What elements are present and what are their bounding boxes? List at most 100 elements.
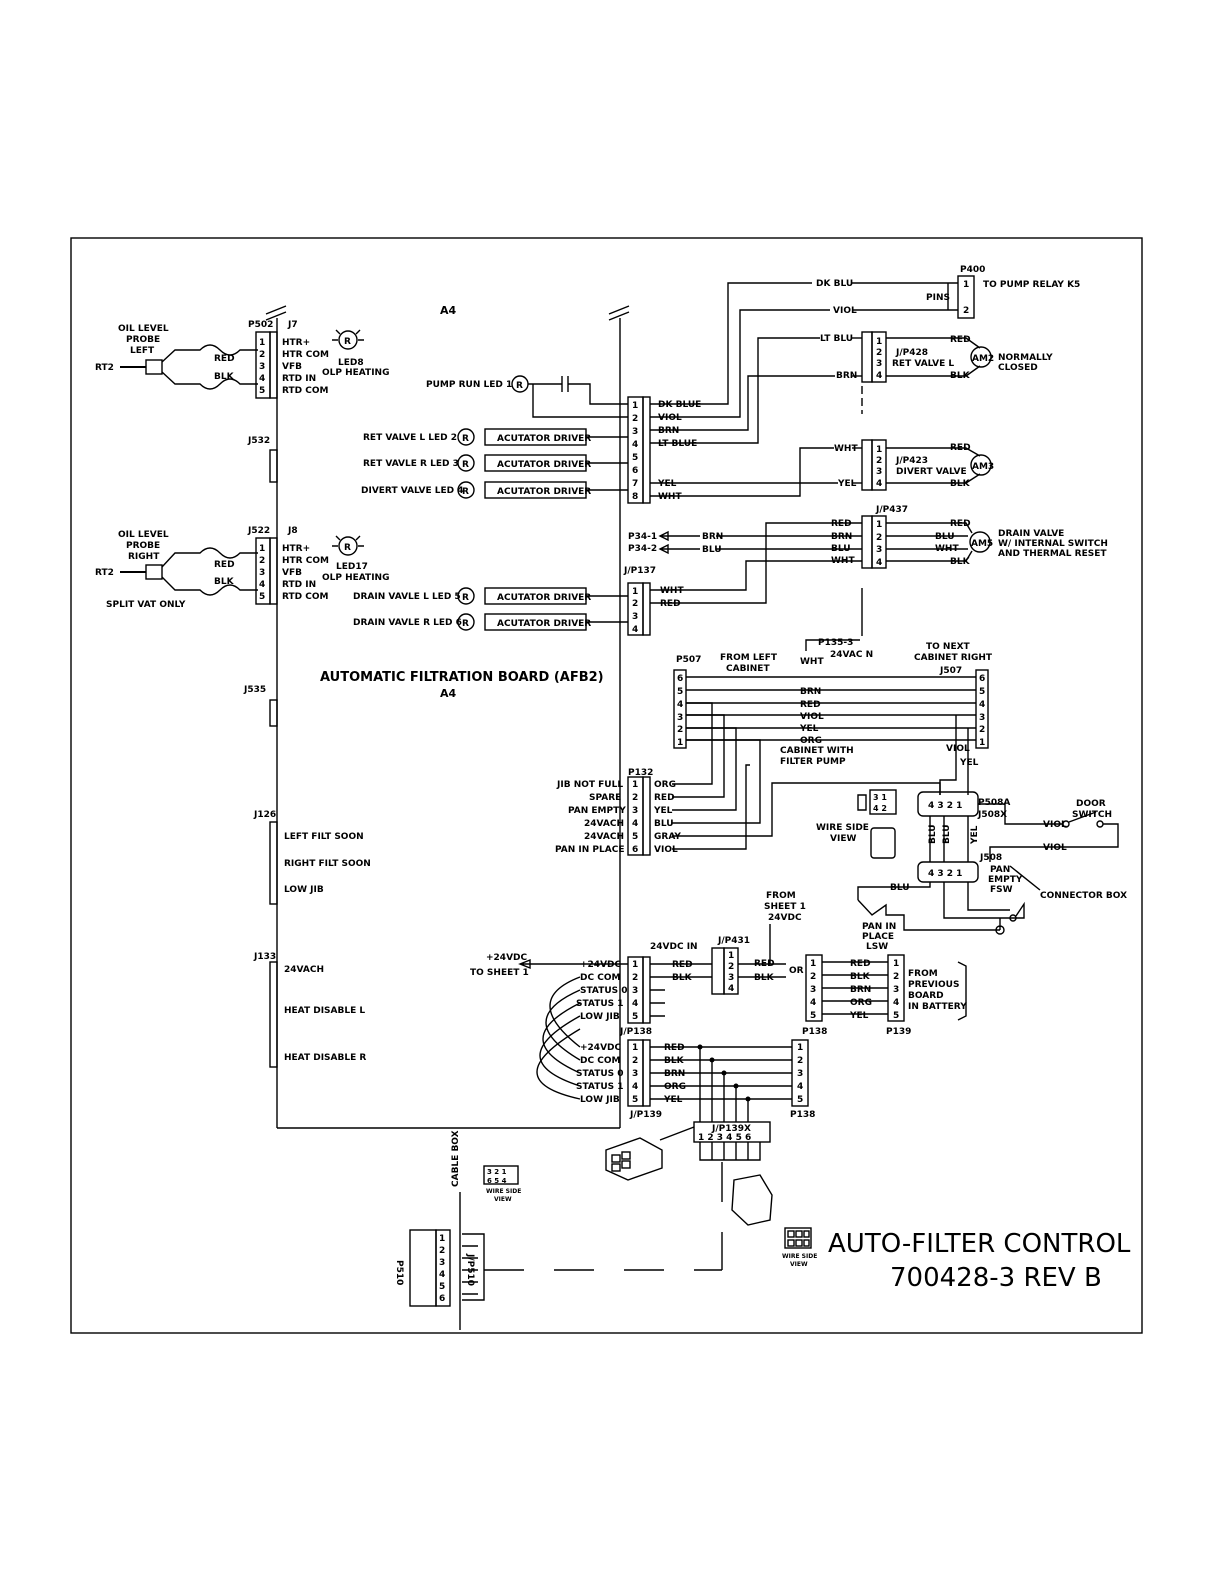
svg-text:3: 3 [677,713,683,723]
connector-p132: P132 JIB NOT FULL SPARE PAN EMPTY 24VACH… [555,702,941,856]
svg-text:3: 3 [632,1069,638,1079]
svg-text:1: 1 [632,587,638,597]
svg-text:BLU: BLU [942,824,952,844]
led-driver-drain-l: DRAIN VAVLE L LED 5 R ACUTATOR DRIVER [353,587,628,605]
svg-text:LEFT: LEFT [130,346,155,356]
svg-text:5: 5 [797,1095,803,1105]
svg-text:BRN: BRN [658,426,679,436]
svg-text:CLOSED: CLOSED [998,363,1038,373]
svg-text:P34-1: P34-1 [628,532,657,542]
svg-text:DIVERT VALVE LED 4: DIVERT VALVE LED 4 [361,486,464,496]
svg-text:OLP HEATING: OLP HEATING [322,573,389,583]
svg-text:FROM LEFT: FROM LEFT [720,653,778,663]
svg-text:4 3 2 1: 4 3 2 1 [928,869,962,879]
svg-text:BRN: BRN [831,532,852,542]
svg-text:P34-2: P34-2 [628,544,657,554]
svg-text:BLU: BLU [890,883,910,893]
led8-symbol: R LED8 OLP HEATING [322,329,389,378]
svg-text:DRAIN VALVE: DRAIN VALVE [998,529,1064,539]
svg-text:LT BLUE: LT BLUE [658,439,697,449]
svg-text:P400: P400 [960,265,985,275]
svg-text:LOW JIB: LOW JIB [580,1012,620,1022]
svg-text:LOW JIB: LOW JIB [284,885,324,895]
svg-text:J133: J133 [253,952,276,962]
svg-text:BLK: BLK [950,479,971,489]
svg-text:J/P138: J/P138 [619,1027,652,1037]
svg-text:3 1: 3 1 [873,793,887,802]
svg-text:4: 4 [632,999,638,1009]
svg-text:5: 5 [632,1095,638,1105]
svg-text:PREVIOUS: PREVIOUS [908,980,959,990]
svg-text:RTD IN: RTD IN [282,374,316,384]
svg-text:RIGHT FILT SOON: RIGHT FILT SOON [284,859,371,869]
led17-symbol: R LED17 OLP HEATING [322,535,389,583]
svg-text:HTR+: HTR+ [282,338,310,348]
svg-text:FROM: FROM [908,969,938,979]
svg-text:RT2: RT2 [95,568,114,578]
svg-text:2: 2 [439,1246,445,1256]
svg-text:BRN: BRN [800,687,821,697]
svg-text:VIEW: VIEW [494,1196,512,1203]
svg-text:3 2 1: 3 2 1 [487,1168,507,1176]
svg-text:RED: RED [214,354,235,364]
svg-text:4: 4 [893,998,899,1008]
svg-text:VIOL: VIOL [1043,820,1067,830]
led-driver-ret-l: RET VALVE L LED 2 R ACUTATOR DRIVER [363,428,628,446]
svg-text:2: 2 [963,306,969,316]
svg-text:PAN IN PLACE: PAN IN PLACE [555,845,624,855]
svg-text:OLP HEATING: OLP HEATING [322,368,389,378]
svg-text:BLK: BLK [850,972,871,982]
svg-text:STATUS 1: STATUS 1 [576,999,624,1009]
svg-text:ORG: ORG [654,780,676,790]
connector-jp428: LT BLU BRN 12 34 J/P428 RET VALVE L RED … [820,331,1053,414]
svg-text:RED: RED [950,335,971,345]
svg-text:1 2 3 4 5 6: 1 2 3 4 5 6 [698,1133,751,1143]
svg-text:3: 3 [876,359,882,369]
svg-text:BLK: BLK [950,557,971,567]
svg-text:CONNECTOR BOX: CONNECTOR BOX [1040,891,1127,901]
svg-text:DIVERT VALVE: DIVERT VALVE [896,467,967,477]
svg-text:YEL: YEL [970,825,980,845]
main-8pin-connector: 1 2 3 4 5 6 7 8 DK BLUE VIOL BRN LT BLUE… [627,282,838,504]
svg-text:2: 2 [632,793,638,803]
svg-text:1: 1 [728,951,734,961]
svg-text:1: 1 [259,544,265,554]
svg-text:J/P428: J/P428 [895,348,928,358]
svg-text:RED: RED [831,519,852,529]
svg-text:4: 4 [677,700,683,710]
svg-text:7: 7 [632,479,638,489]
svg-text:R: R [344,543,351,553]
svg-text:+24VDC: +24VDC [486,953,528,963]
svg-text:6: 6 [632,845,638,855]
svg-text:+24VDC: +24VDC [580,1043,622,1053]
svg-text:VIOL: VIOL [654,845,678,855]
svg-text:4: 4 [728,984,734,994]
svg-text:RET VALVE L: RET VALVE L [892,359,954,369]
connector-jp423: WHT YEL 12 34 J/P423 DIVERT VALVE RED BL… [834,439,994,491]
svg-text:FSW: FSW [990,885,1013,895]
wire-side-view-icon: WIRE SIDE VIEW [782,1227,817,1268]
svg-text:SPARE: SPARE [589,793,621,803]
title-block: AUTO-FILTER CONTROL 700428-3 REV B [828,1229,1131,1293]
svg-text:VFB: VFB [282,568,302,578]
svg-text:BLU: BLU [654,819,674,829]
svg-text:2: 2 [259,556,265,566]
svg-text:1: 1 [259,338,265,348]
svg-text:5: 5 [677,687,683,697]
svg-text:R: R [344,337,351,347]
svg-text:1: 1 [632,960,638,970]
svg-text:4: 4 [632,819,638,829]
svg-text:3: 3 [632,427,638,437]
svg-text:LOW JIB: LOW JIB [580,1095,620,1105]
svg-text:R: R [462,619,469,629]
svg-text:1: 1 [632,1043,638,1053]
svg-text:VIEW: VIEW [830,834,856,844]
connector-j7: P502 J7 1 2 3 4 5 HTR+ HTR COM VFB RTD I… [248,320,329,399]
svg-text:2: 2 [632,599,638,609]
p135-label: P135-3 24VAC N WHT [800,638,873,667]
svg-text:R: R [462,434,469,444]
svg-text:2: 2 [876,348,882,358]
svg-text:VIOL: VIOL [1043,843,1067,853]
svg-text:1: 1 [632,780,638,790]
svg-text:P508A: P508A [978,798,1010,808]
